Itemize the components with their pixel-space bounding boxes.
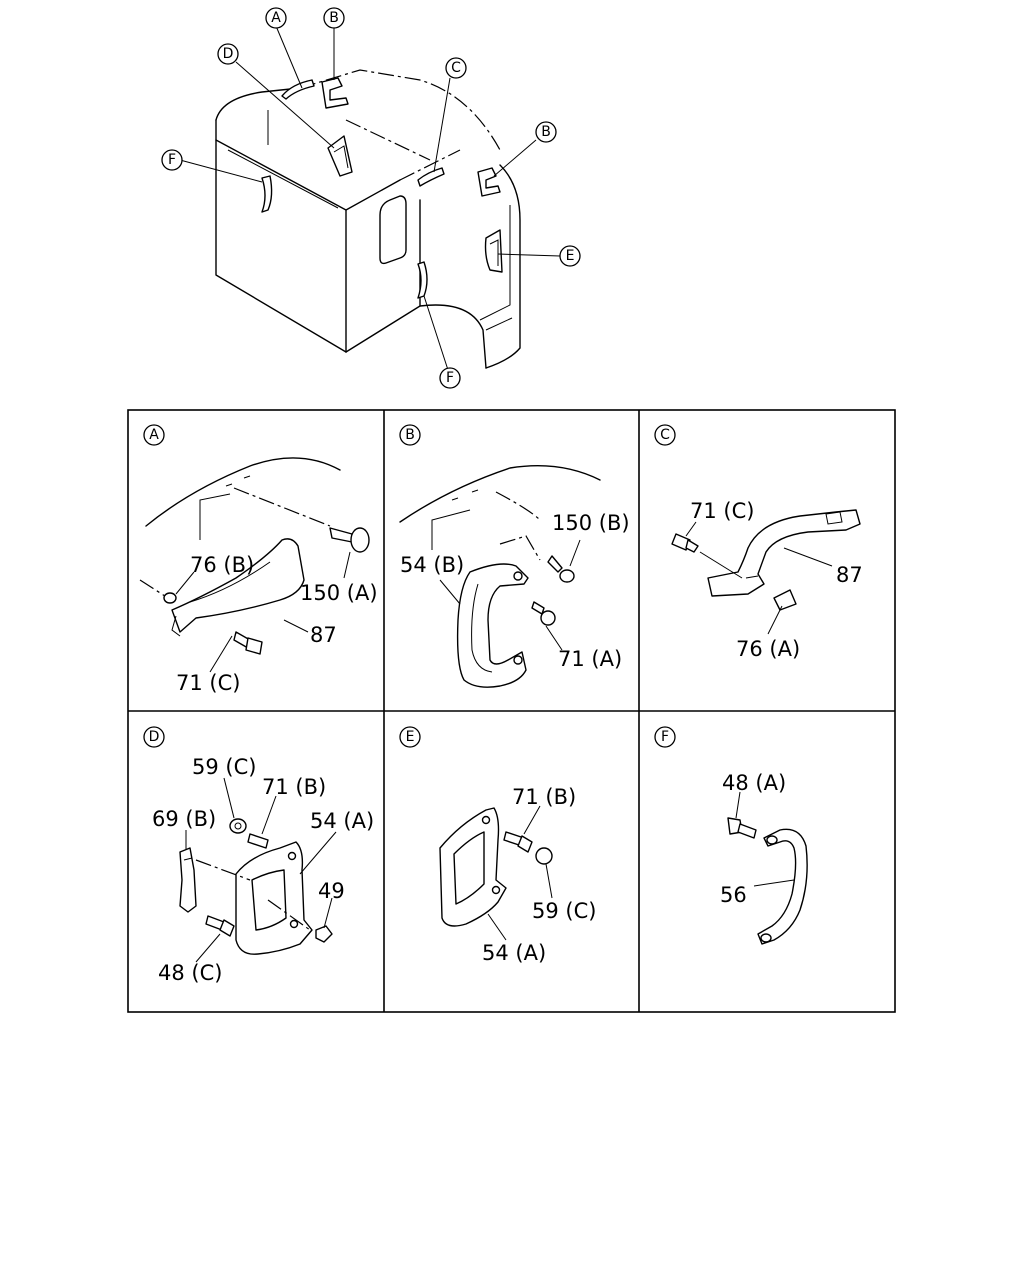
panel-a: A 76 (B) 150 (A) 87 71 (C): [139, 424, 378, 695]
panel-b: B 54 (B) 150 (B) 71 (A): [399, 424, 630, 688]
label-49: 49: [318, 879, 345, 903]
label-48a: 48 (A): [722, 771, 786, 795]
callout-a: A: [265, 7, 287, 29]
label-150a: 150 (A): [300, 581, 378, 605]
label-59c: 59 (C): [532, 899, 596, 923]
panel-e-letter: E: [399, 726, 421, 748]
cab-overview: A B D F C B E F: [161, 7, 581, 389]
panel-b-letter: B: [399, 424, 421, 446]
label-87: 87: [310, 623, 337, 647]
svg-text:C: C: [660, 427, 670, 443]
svg-text:F: F: [446, 370, 454, 386]
callout-f-bottom: F: [439, 367, 461, 389]
panel-c: C 71 (C) 87 76 (A): [654, 424, 863, 661]
label-48c: 48 (C): [158, 961, 222, 985]
label-71a: 71 (A): [558, 647, 622, 671]
label-87: 87: [836, 563, 863, 587]
label-59c: 59 (C): [192, 755, 256, 779]
svg-text:E: E: [566, 248, 575, 264]
label-71b: 71 (B): [512, 785, 576, 809]
label-76a: 76 (A): [736, 637, 800, 661]
panel-f: F 48 (A) 56: [654, 726, 808, 945]
label-69b: 69 (B): [152, 807, 216, 831]
panel-c-letter: C: [654, 424, 676, 446]
svg-text:E: E: [406, 729, 415, 745]
svg-text:C: C: [451, 60, 461, 76]
panel-d-letter: D: [143, 726, 165, 748]
panel-d: D 59 (C) 71 (B) 69 (B) 54 (A) 49: [143, 726, 374, 985]
svg-text:A: A: [271, 10, 281, 26]
callout-b-top: B: [323, 7, 345, 29]
callout-f-left: F: [161, 149, 183, 171]
label-54b: 54 (B): [400, 553, 464, 577]
label-76b: 76 (B): [190, 553, 254, 577]
callout-b-right: B: [535, 121, 557, 143]
panel-f-letter: F: [654, 726, 676, 748]
label-56: 56: [720, 883, 747, 907]
svg-text:B: B: [541, 124, 551, 140]
label-71b: 71 (B): [262, 775, 326, 799]
svg-text:D: D: [223, 46, 234, 62]
label-150b: 150 (B): [552, 511, 630, 535]
svg-text:F: F: [168, 152, 176, 168]
label-54a: 54 (A): [482, 941, 546, 965]
label-54a: 54 (A): [310, 809, 374, 833]
svg-text:B: B: [405, 427, 415, 443]
svg-text:A: A: [149, 427, 159, 443]
panel-e: E 71 (B) 59 (C) 54 (A): [399, 726, 596, 965]
panel-a-letter: A: [143, 424, 165, 446]
svg-text:D: D: [149, 729, 160, 745]
callout-e: E: [559, 245, 581, 267]
svg-text:B: B: [329, 10, 339, 26]
callout-c: C: [445, 57, 467, 79]
label-71c: 71 (C): [176, 671, 240, 695]
svg-text:F: F: [661, 729, 669, 745]
callout-d: D: [217, 43, 239, 65]
label-71c: 71 (C): [690, 499, 754, 523]
detail-grid: [127, 409, 896, 1013]
